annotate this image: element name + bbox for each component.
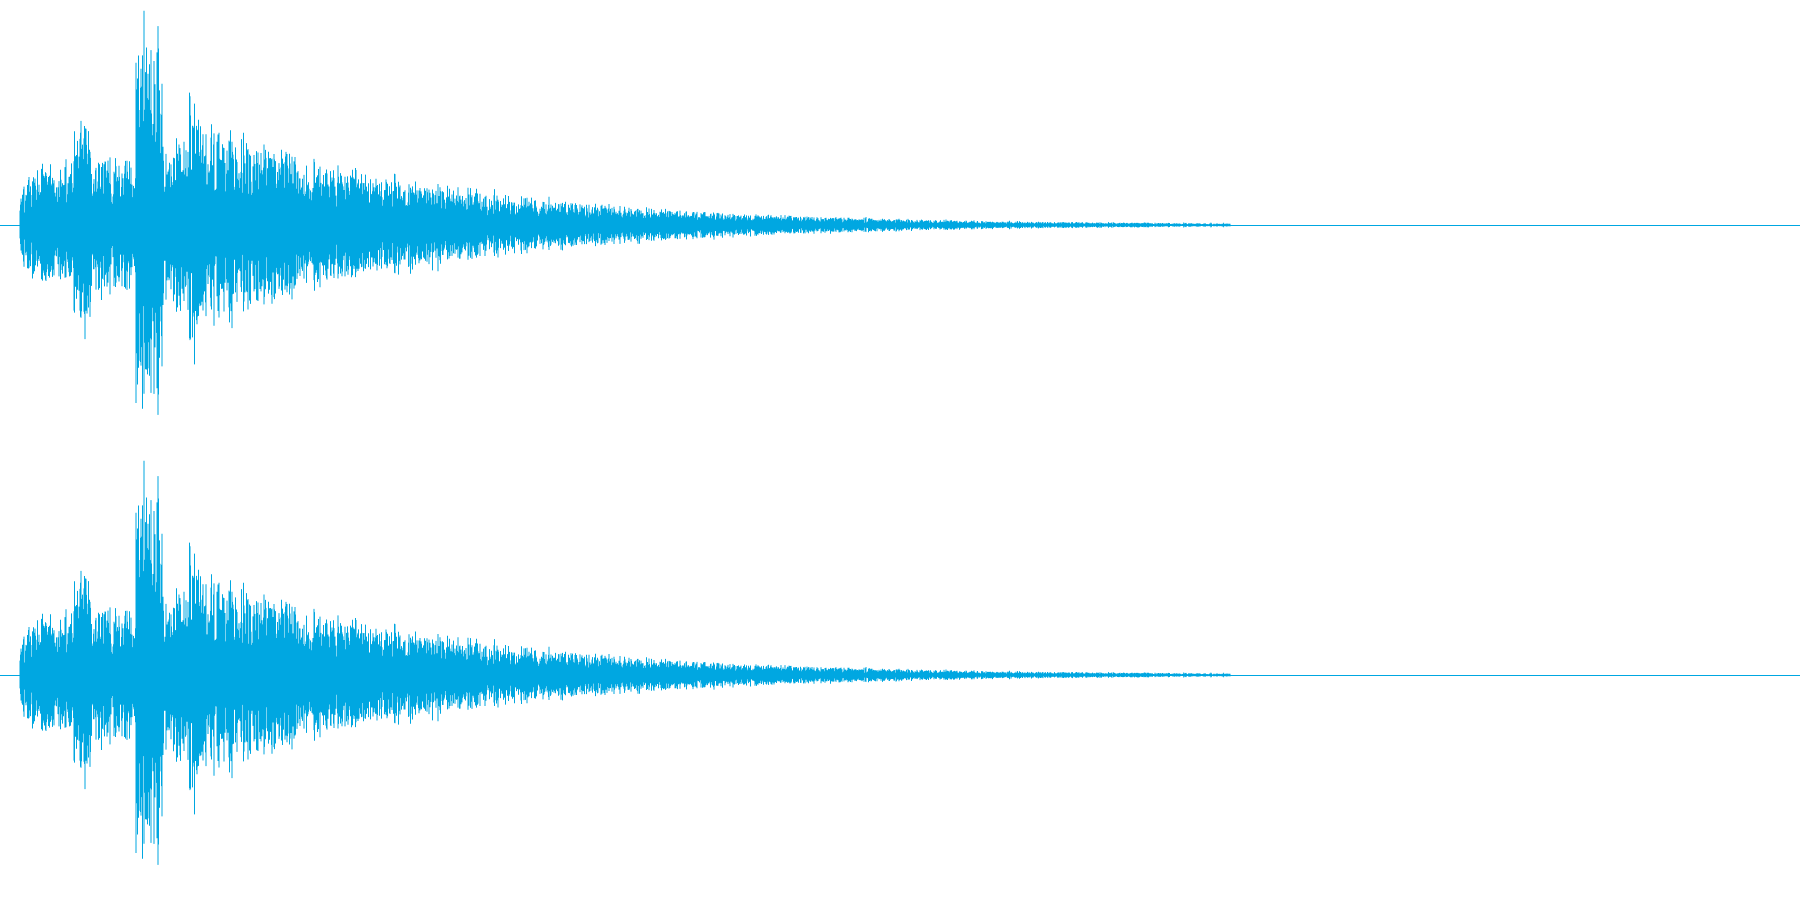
waveform-right-signal bbox=[19, 460, 1231, 865]
waveform-channel-left[interactable] bbox=[0, 0, 1800, 450]
waveform-right-signal-tail bbox=[1087, 672, 1230, 678]
waveform-channel-right[interactable] bbox=[0, 450, 1800, 900]
waveform-right-svg bbox=[0, 460, 1800, 865]
waveform-left-signal bbox=[19, 10, 1231, 415]
waveform-left-signal-tail bbox=[1087, 222, 1230, 228]
waveform-left-svg bbox=[0, 10, 1800, 415]
